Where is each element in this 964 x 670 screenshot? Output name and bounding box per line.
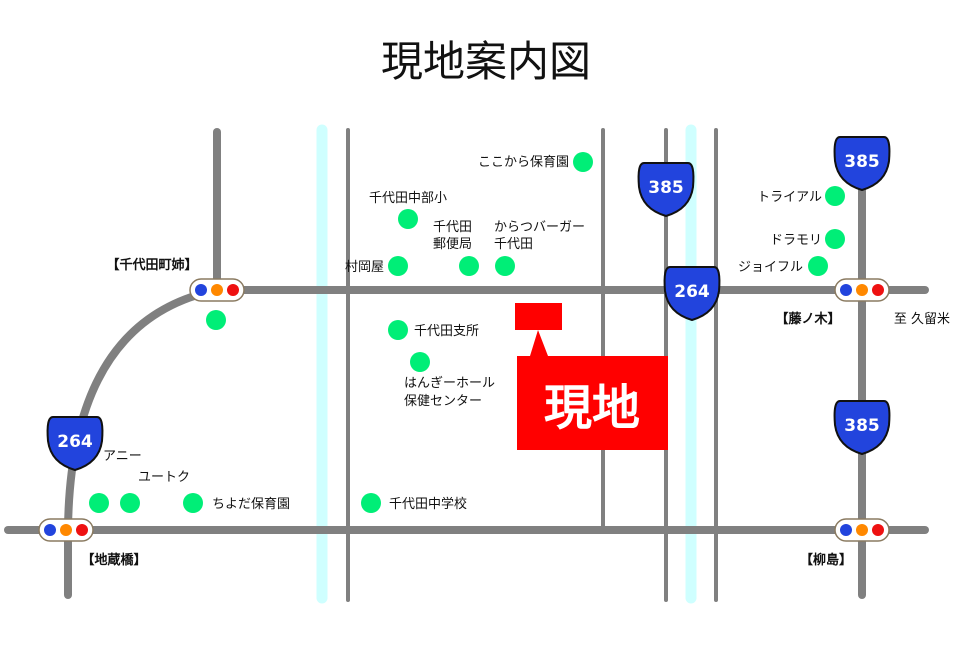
site-marker: 現地 [515, 303, 668, 450]
poi-marker-ani [89, 493, 109, 513]
route-shield-264-west: 264 [46, 416, 104, 472]
intersection-jizobashi: 【地蔵橋】 [81, 552, 146, 568]
poi-label-chiyoda-chubu: 千代田中部小 [369, 191, 447, 206]
intersection-yanagishima: 【柳島】 [800, 552, 852, 568]
poi-marker-hangi [410, 352, 430, 372]
poi-marker-chugakko [361, 493, 381, 513]
poi-label-joyful: ジョイフル [738, 260, 803, 275]
road-264-curve [64, 286, 221, 599]
poi-marker-chiyoda-hoiku [183, 493, 203, 513]
poi-marker-drug [825, 229, 845, 249]
poi-label-trial: トライアル [757, 190, 822, 205]
traffic-signal-jizobashi [38, 518, 94, 542]
poi-label-karatsu-1: からつバーガー [494, 220, 585, 235]
poi-label-yubin-2: 郵便局 [433, 237, 472, 252]
poi-label-hangi-1: はんぎーホール [404, 376, 495, 391]
poi-label-chugakko: 千代田中学校 [389, 496, 467, 512]
poi-marker-anenishi [206, 310, 226, 330]
poi-marker-kokokara [573, 152, 593, 172]
poi-marker-shisho [388, 320, 408, 340]
poi-label-chiyoda-hoiku: ちよだ保育園 [212, 496, 290, 512]
intersection-fujinoki: 【藤ノ木】 [775, 311, 840, 327]
direction-kurume: 至 久留米 [894, 312, 950, 327]
traffic-signal-yanagishima [834, 518, 890, 542]
site-label: 現地 [544, 380, 640, 436]
poi-label-karatsu-2: 千代田 [494, 237, 533, 252]
route-shield-385-central: 385 [637, 162, 695, 218]
poi-marker-joyful [808, 256, 828, 276]
poi-marker-muraoka [388, 256, 408, 276]
shield-264-text: 264 [674, 282, 710, 302]
poi-label-hangi-2: 保健センター [404, 394, 482, 409]
shield-385-text: 385 [844, 416, 880, 436]
poi-marker-trial [825, 186, 845, 206]
shield-385-text: 385 [844, 152, 880, 172]
poi-label-muraoka: 村岡屋 [345, 260, 384, 275]
poi-label-ani: アニー [103, 449, 142, 464]
route-shield-385-north: 385 [833, 136, 891, 192]
route-shield-264-central: 264 [663, 266, 721, 322]
intersection-anenishi: 【千代田町姉】 [106, 257, 197, 273]
map-title: 現地案内図 [381, 37, 591, 86]
poi-marker-chiyoda-chubu [398, 209, 418, 229]
traffic-signal-fujinoki [834, 278, 890, 302]
poi-label-utoku: ユートク [138, 470, 190, 485]
poi-marker-yubin [459, 256, 479, 276]
poi-label-yubin-1: 千代田 [433, 220, 472, 235]
poi-markers [89, 152, 845, 513]
route-shield-385-south: 385 [833, 400, 891, 456]
poi-marker-utoku [120, 493, 140, 513]
poi-label-drug: ドラモリ [770, 233, 822, 248]
rivers [316, 124, 697, 604]
poi-marker-karatsu [495, 256, 515, 276]
poi-label-kokokara: ここから保育園 [478, 154, 569, 170]
traffic-signal-anenishi [189, 278, 245, 302]
shield-385-text: 385 [648, 178, 684, 198]
poi-label-shisho: 千代田支所 [414, 324, 479, 339]
shield-264-text: 264 [57, 432, 93, 452]
